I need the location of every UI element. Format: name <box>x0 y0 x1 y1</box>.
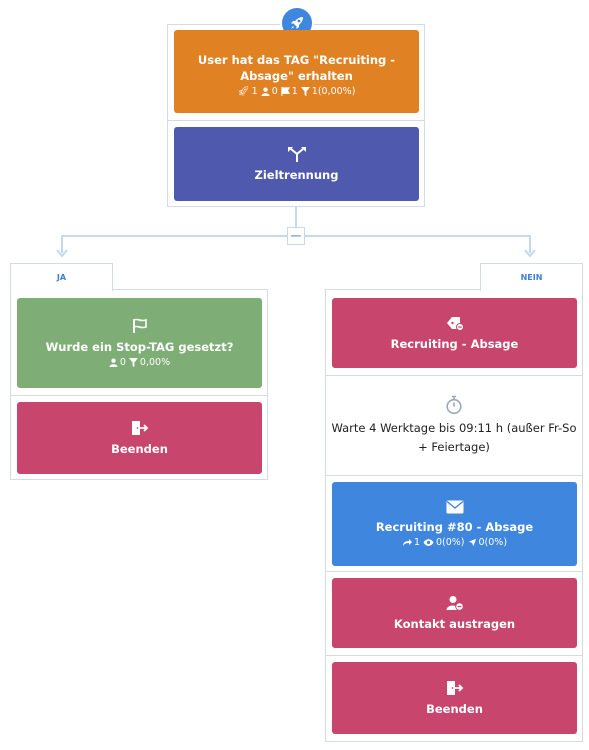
person-icon <box>261 87 270 96</box>
forward-arrow-icon <box>402 539 412 546</box>
filter-icon <box>300 87 310 96</box>
exit-icon <box>446 680 463 695</box>
connector-line <box>529 235 531 253</box>
tab-ja[interactable]: JA <box>10 263 113 291</box>
end-card-no[interactable]: Beenden <box>332 662 577 734</box>
stat-persons: 0 <box>119 357 126 368</box>
flag-icon <box>132 318 147 333</box>
wait-line-1: Warte 4 Werktage bis 09:11 h (außer Fr-S… <box>331 421 577 435</box>
exit-icon <box>131 420 148 435</box>
rocket-small-icon: 🚀︎ <box>237 86 250 97</box>
divider <box>168 120 424 121</box>
stat-sent: 1 <box>413 537 420 548</box>
tab-nein-label: NEIN <box>520 273 543 282</box>
tab-nein[interactable]: NEIN <box>480 263 583 291</box>
condition-card[interactable]: Wurde ein Stop-TAG gesetzt? 0 0,00% <box>17 298 262 388</box>
arrow-down-icon <box>56 249 68 258</box>
divider <box>112 289 268 290</box>
stat-filter: 1(0,00%) <box>311 86 356 97</box>
eye-icon <box>423 539 434 546</box>
tag-remove-icon <box>446 316 464 331</box>
end-title: Beenden <box>426 701 483 716</box>
trigger-stats: 🚀︎1 0 1 1(0,00%) <box>238 86 356 97</box>
end-title: Beenden <box>111 441 168 456</box>
tag-action-title: Recruiting - Absage <box>390 336 519 351</box>
condition-title: Wurde ein Stop-TAG gesetzt? <box>45 340 234 354</box>
email-card[interactable]: Recruiting #80 - Absage 1 0(0%) 0(0%) <box>332 482 577 566</box>
unsubscribe-title: Kontakt austragen <box>393 616 516 631</box>
stat-filter: 0,00% <box>139 357 171 368</box>
divider <box>326 375 582 376</box>
divider <box>326 571 582 572</box>
connector-line <box>295 207 297 227</box>
split-arrows-icon <box>287 146 306 162</box>
divider <box>326 655 582 656</box>
stat-flags: 1 <box>291 86 298 97</box>
tag-action-card[interactable]: Recruiting - Absage <box>332 298 577 368</box>
stat-persons: 0 <box>271 86 278 97</box>
divider <box>11 395 267 396</box>
end-card-yes[interactable]: Beenden <box>17 402 262 474</box>
arrow-down-icon <box>524 249 536 258</box>
wait-line-2: + Feiertage) <box>418 440 490 454</box>
divider <box>325 289 481 290</box>
unsubscribe-card[interactable]: Kontakt austragen <box>332 578 577 648</box>
tab-ja-label: JA <box>56 273 67 282</box>
condition-stats: 0 0,00% <box>109 357 170 368</box>
stat-launched: 1 <box>251 86 258 97</box>
filter-icon <box>128 358 138 367</box>
envelope-icon <box>446 500 463 514</box>
email-title: Recruiting #80 - Absage <box>375 520 534 534</box>
split-card[interactable]: Zieltrennung <box>174 127 419 201</box>
trigger-title: User hat das TAG "Recruiting - Absage" e… <box>197 53 396 83</box>
flag-small-icon <box>281 87 290 96</box>
stopwatch-icon <box>446 395 462 415</box>
pointer-icon <box>468 538 476 547</box>
stat-clicked: 0(0%) <box>478 537 508 548</box>
user-remove-icon <box>446 595 464 611</box>
split-title: Zieltrennung <box>254 167 339 182</box>
collapse-toggle-button[interactable]: − <box>287 227 305 245</box>
trigger-card[interactable]: User hat das TAG "Recruiting - Absage" e… <box>174 30 419 113</box>
wait-step[interactable]: Warte 4 Werktage bis 09:11 h (außer Fr-S… <box>326 380 582 472</box>
divider <box>326 475 582 476</box>
stat-opened: 0(0%) <box>435 537 465 548</box>
connector-line <box>61 235 63 253</box>
email-stats: 1 0(0%) 0(0%) <box>402 537 507 548</box>
person-icon <box>109 358 118 367</box>
